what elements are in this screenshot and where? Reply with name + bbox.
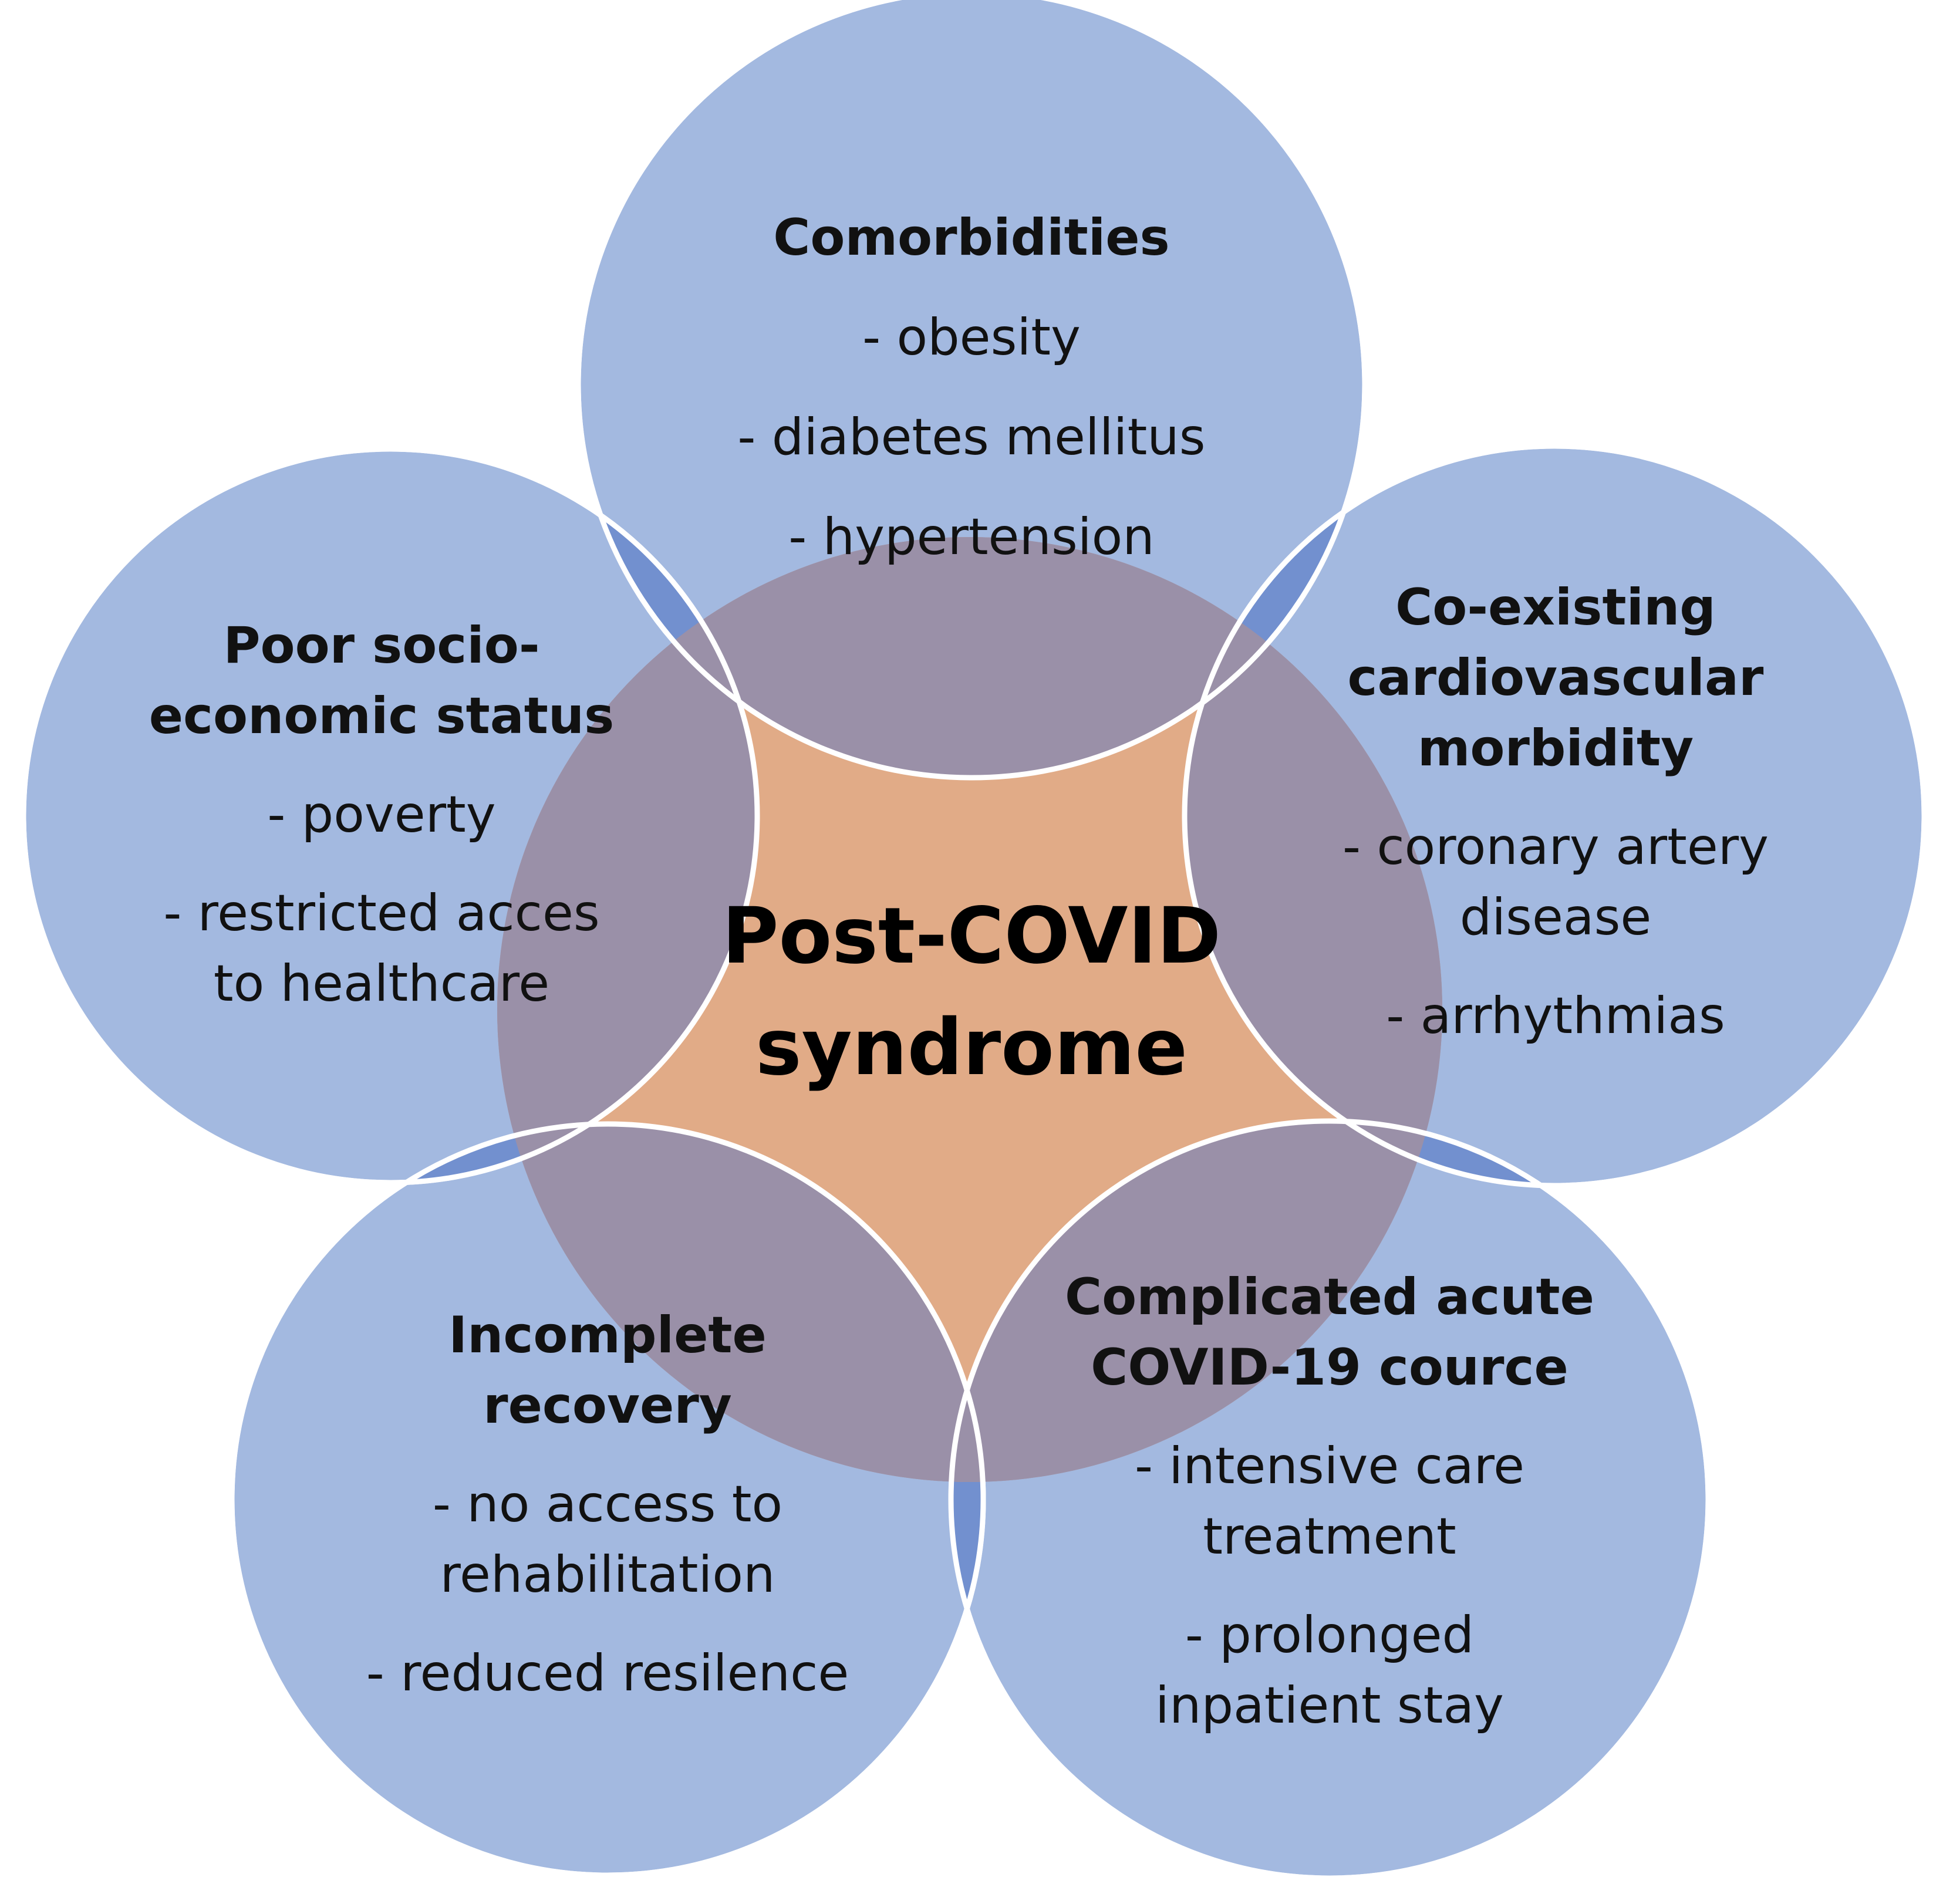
circle-outlines — [21, 0, 1927, 1881]
